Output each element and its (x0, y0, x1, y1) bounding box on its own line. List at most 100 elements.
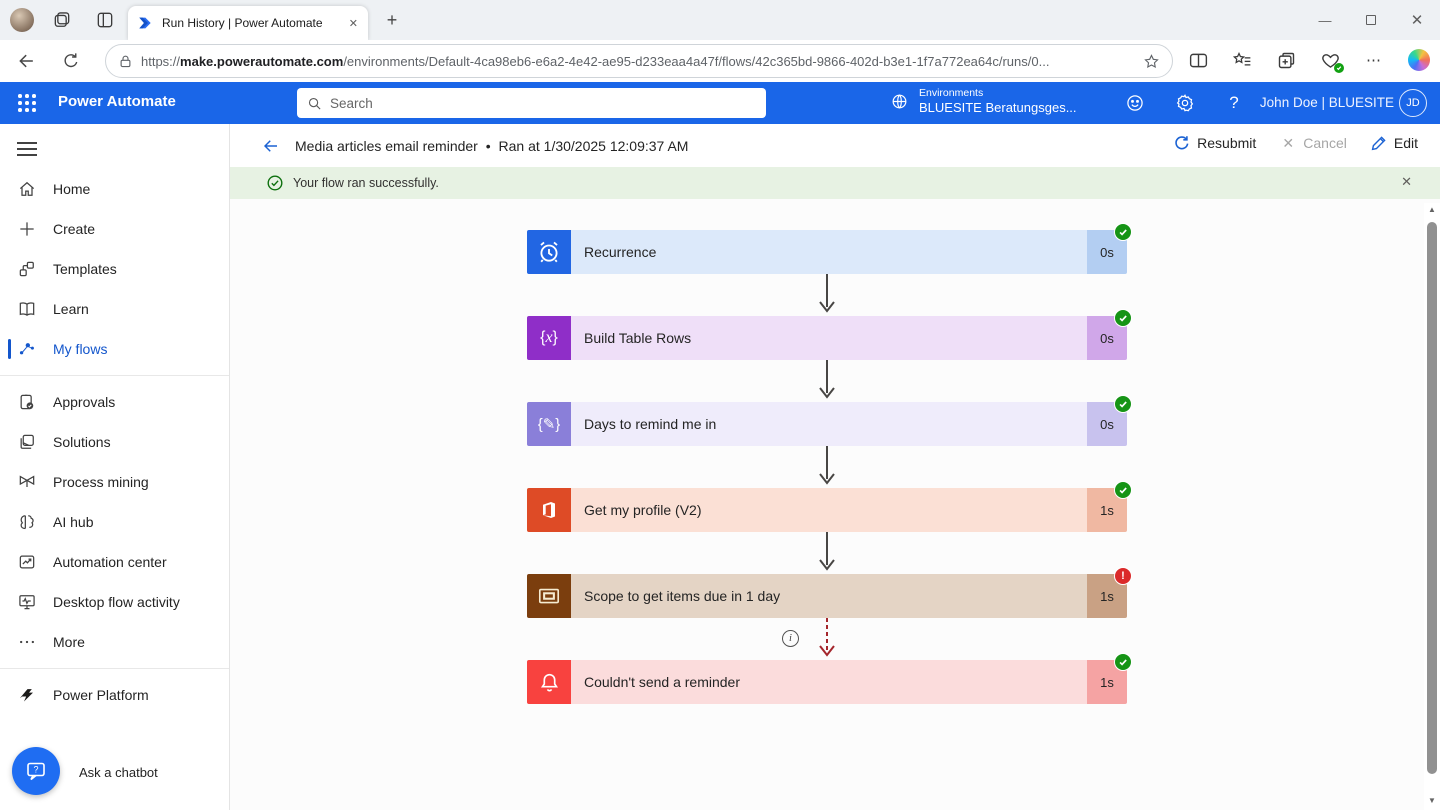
info-icon[interactable]: i (782, 630, 799, 647)
sidebar-item-solutions[interactable]: Solutions (0, 422, 229, 462)
sidebar-item-desktop-flow-activity[interactable]: Desktop flow activity (0, 582, 229, 622)
flow-name: Media articles email reminder (295, 138, 478, 154)
title-separator: • (485, 138, 491, 154)
sidebar-item-label: Learn (53, 301, 89, 317)
success-banner: Your flow ran successfully. ✕ (230, 167, 1440, 199)
tab-actions-icon[interactable] (95, 10, 115, 30)
sidebar-item-home[interactable]: Home (0, 169, 229, 209)
connector-arrow (527, 274, 1127, 316)
scrollbar-thumb[interactable] (1427, 222, 1437, 774)
sidebar-item-label: More (53, 634, 85, 650)
connector-arrow (527, 360, 1127, 402)
sidebar-item-label: Create (53, 221, 96, 237)
run-title: Media articles email reminder • Ran at 1… (295, 138, 688, 154)
sidebar-item-automation-center[interactable]: Automation center (0, 542, 229, 582)
split-screen-icon[interactable] (1188, 50, 1209, 71)
tab-close-icon[interactable]: ✕ (348, 17, 358, 30)
scroll-up-icon[interactable]: ▲ (1428, 205, 1436, 214)
chatbot-label[interactable]: Ask a chatbot (79, 765, 158, 780)
sidebar-item-create[interactable]: Create (0, 209, 229, 249)
environment-name: BLUESITE Beratungsges... (919, 100, 1077, 116)
success-badge-icon (1114, 223, 1132, 241)
main-content: Media articles email reminder • Ran at 1… (230, 124, 1440, 810)
approvals-icon (17, 392, 37, 412)
back-icon[interactable] (17, 51, 37, 71)
sidebar-item-power-platform[interactable]: Power Platform (0, 675, 229, 715)
more-icon (17, 632, 37, 652)
sidebar-item-label: Process mining (53, 474, 149, 490)
app-launcher-icon[interactable] (16, 92, 38, 114)
run-header: Media articles email reminder • Ran at 1… (230, 124, 1440, 167)
sidebar-item-approvals[interactable]: Approvals (0, 382, 229, 422)
sidebar-item-label: My flows (53, 341, 108, 357)
book-icon (17, 299, 37, 319)
account-name[interactable]: John Doe | BLUESITE (1259, 95, 1394, 110)
collections-icon[interactable] (1276, 50, 1297, 71)
lock-icon (118, 54, 133, 69)
close-window-button[interactable]: ✕ (1410, 12, 1424, 29)
selected-indicator (8, 339, 11, 359)
cancel-button[interactable]: ✕ Cancel (1280, 135, 1346, 151)
power-automate-logo-icon (138, 15, 154, 31)
browser-profile-avatar[interactable] (10, 8, 34, 32)
search-icon (307, 96, 322, 111)
settings-gear-icon[interactable] (1175, 93, 1195, 113)
scroll-down-icon[interactable]: ▼ (1428, 796, 1436, 805)
browser-tab-active[interactable]: Run History | Power Automate ✕ (128, 6, 368, 40)
workspaces-icon[interactable] (52, 10, 72, 30)
help-icon[interactable]: ? (1229, 93, 1239, 112)
refresh-icon[interactable] (61, 51, 81, 71)
variable-icon: {✎} (527, 402, 571, 446)
sidebar-item-label: Home (53, 181, 91, 197)
copilot-icon[interactable] (1408, 49, 1430, 71)
bell-icon (527, 660, 571, 704)
plus-icon (17, 219, 37, 239)
node-label: Couldn't send a reminder (571, 660, 1087, 704)
sidebar-item-label: Templates (53, 261, 117, 277)
sidebar-item-templates[interactable]: Templates (0, 249, 229, 289)
banner-close-icon[interactable]: ✕ (1401, 174, 1412, 189)
sidebar-item-learn[interactable]: Learn (0, 289, 229, 329)
ai-hub-icon (17, 512, 37, 532)
resubmit-button[interactable]: Resubmit (1174, 135, 1256, 151)
sidebar-item-process-mining[interactable]: Process mining (0, 462, 229, 502)
edit-button[interactable]: Edit (1371, 135, 1418, 151)
environment-picker[interactable]: Environments BLUESITE Beratungsges... (890, 87, 1077, 116)
minimize-button[interactable]: — (1318, 12, 1332, 28)
favorite-star-icon[interactable] (1143, 53, 1160, 70)
flows-icon (17, 339, 37, 359)
url-text: https://make.powerautomate.com/environme… (141, 53, 1050, 69)
search-box[interactable] (297, 88, 766, 118)
node-label: Recurrence (571, 230, 1087, 274)
hamburger-menu-icon[interactable] (17, 138, 37, 156)
feedback-smiley-icon[interactable] (1125, 93, 1145, 113)
flow-node-get-my-profile-v2[interactable]: Get my profile (V2)1s (527, 481, 1132, 532)
maximize-button[interactable] (1348, 0, 1394, 40)
sidebar-item-my-flows[interactable]: My flows (0, 329, 229, 369)
sidebar-item-label: Solutions (53, 434, 111, 450)
sidebar-item-ai-hub[interactable]: AI hub (0, 502, 229, 542)
compose-icon: {x} (527, 316, 571, 360)
chatbot-button[interactable]: ? (12, 747, 60, 795)
search-input[interactable] (330, 95, 756, 111)
window-controls: — ✕ (1302, 0, 1440, 40)
success-badge-icon (1114, 395, 1132, 413)
back-arrow-icon[interactable] (262, 137, 280, 155)
browser-essentials-icon[interactable] (1320, 50, 1344, 73)
browser-menu-icon[interactable]: ⋯ (1366, 51, 1383, 69)
new-tab-button[interactable]: + (386, 10, 398, 30)
power-platform-icon (17, 685, 37, 705)
address-bar[interactable]: https://make.powerautomate.com/environme… (105, 44, 1173, 78)
avatar[interactable]: JD (1399, 89, 1427, 117)
vertical-scrollbar[interactable]: ▲ ▼ (1424, 203, 1440, 810)
favorites-bar-icon[interactable] (1232, 50, 1253, 71)
sidebar-item-more[interactable]: More (0, 622, 229, 662)
